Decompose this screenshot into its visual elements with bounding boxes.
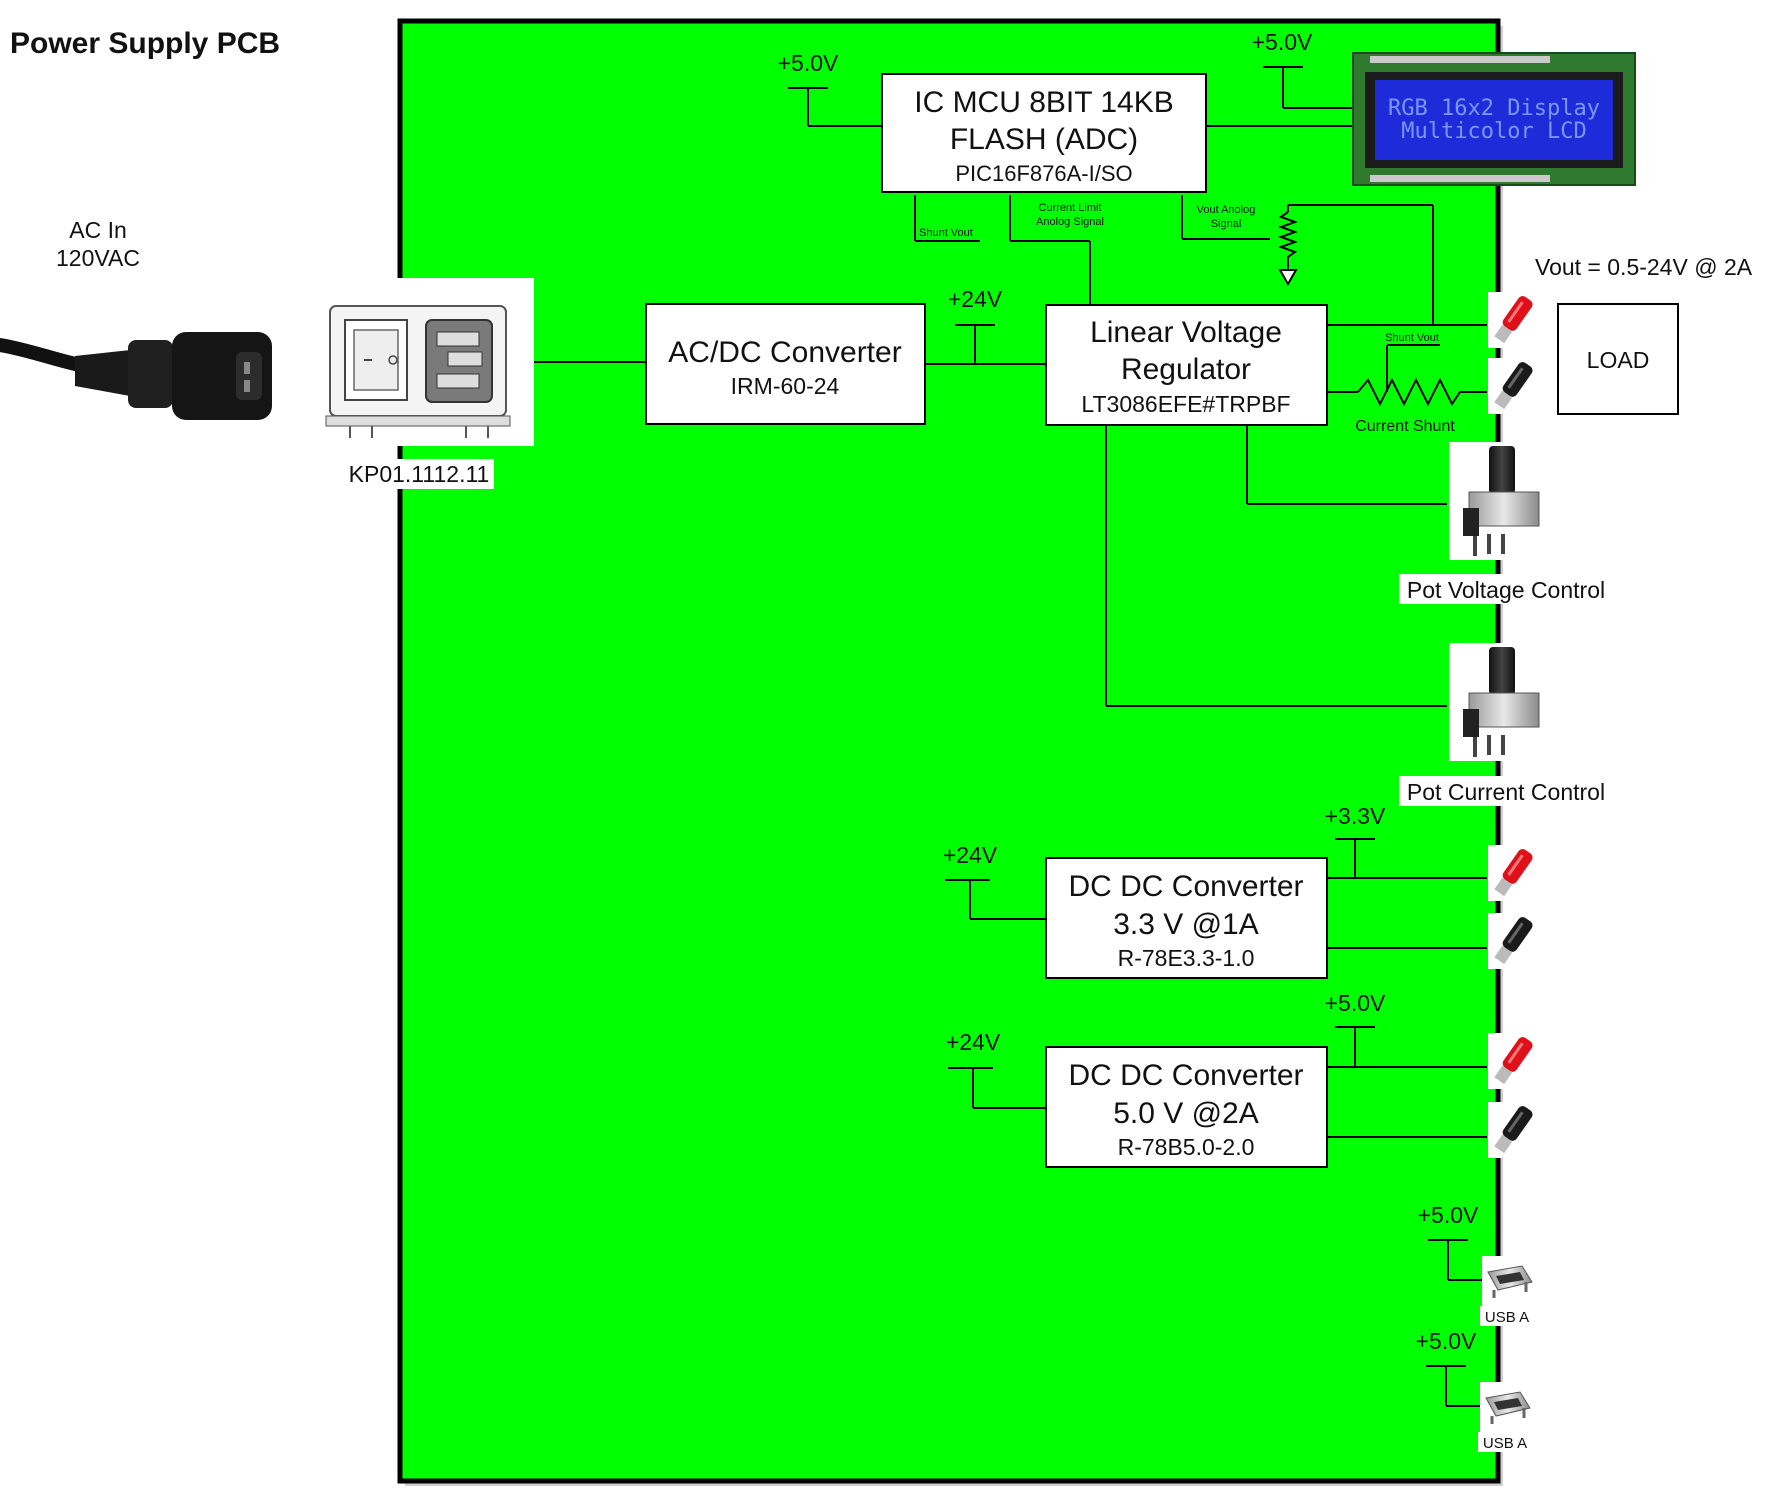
rail-label-ldo-24v: +24V xyxy=(948,286,1003,312)
rail-label-dc33-in: +24V xyxy=(943,842,998,868)
diagram-title: Power Supply PCB xyxy=(10,27,280,60)
svg-text:Anolog Signal: Anolog Signal xyxy=(1036,216,1104,228)
svg-text:LT3086EFE#TRPBF: LT3086EFE#TRPBF xyxy=(1081,391,1290,417)
svg-text:LOAD: LOAD xyxy=(1587,347,1650,373)
inlet-part-label: KP01.1112.11 xyxy=(349,461,490,487)
power-cord-icon xyxy=(0,332,272,420)
svg-text:R-78B5.0-2.0: R-78B5.0-2.0 xyxy=(1118,1134,1255,1160)
load-block: LOAD xyxy=(1558,304,1678,414)
svg-text:Current Limit: Current Limit xyxy=(1039,202,1102,214)
vout-spec: Vout = 0.5-24V @ 2A xyxy=(1535,254,1753,280)
ac-in-label: AC In 120VAC xyxy=(56,217,140,271)
usb-a-label-2: USB A xyxy=(1483,1435,1527,1452)
linear-regulator-block: Linear Voltage Regulator LT3086EFE#TRPBF xyxy=(1046,305,1327,425)
svg-text:R-78E3.3-1.0: R-78E3.3-1.0 xyxy=(1118,945,1255,971)
ac-inlet-switch-module xyxy=(312,278,534,446)
rail-label-lcd-5v: +5.0V xyxy=(1252,29,1313,55)
signal-shunt-vout-2: Shunt Vout xyxy=(1385,332,1439,344)
svg-text:Regulator: Regulator xyxy=(1121,353,1251,386)
usb-a-label-1: USB A xyxy=(1485,1309,1529,1326)
binding-post-black-icon xyxy=(1488,358,1538,414)
svg-text:3.3 V @1A: 3.3 V @1A xyxy=(1113,908,1259,941)
mcu-block: IC MCU 8BIT 14KB FLASH (ADC) PIC16F876A-… xyxy=(882,74,1206,192)
rail-label-dc33-out: +3.3V xyxy=(1325,803,1386,829)
acdc-converter-block: AC/DC Converter IRM-60-24 xyxy=(646,304,925,424)
svg-text:Vout Anolog: Vout Anolog xyxy=(1197,204,1256,216)
svg-text:DC DC Converter: DC DC Converter xyxy=(1068,1059,1303,1092)
rail-label-dc50-out: +5.0V xyxy=(1325,990,1386,1016)
svg-text:120VAC: 120VAC xyxy=(56,245,140,271)
lcd-line1: RGB 16x2 Display xyxy=(1388,96,1600,121)
potentiometer-icon xyxy=(1449,442,1565,560)
svg-text:5.0 V @2A: 5.0 V @2A xyxy=(1113,1097,1259,1130)
svg-text:AC In: AC In xyxy=(69,217,127,243)
potentiometer-icon xyxy=(1449,643,1565,761)
binding-post-red-icon xyxy=(1488,845,1538,901)
mcu-title-line1: IC MCU 8BIT 14KB xyxy=(914,86,1174,119)
svg-text:IRM-60-24: IRM-60-24 xyxy=(731,373,840,399)
svg-text:DC DC Converter: DC DC Converter xyxy=(1068,870,1303,903)
binding-post-red-icon xyxy=(1488,292,1538,348)
dcdc-50v-block: DC DC Converter 5.0 V @2A R-78B5.0-2.0 xyxy=(1046,1047,1327,1167)
rail-label-usb1-5v: +5.0V xyxy=(1418,1202,1479,1228)
dcdc-33v-block: DC DC Converter 3.3 V @1A R-78E3.3-1.0 xyxy=(1046,858,1327,978)
svg-text:Signal: Signal xyxy=(1211,218,1242,230)
usb-a-connector-icon xyxy=(1482,1256,1536,1306)
rail-label-dc50-in: +24V xyxy=(946,1029,1001,1055)
rail-label-usb2-5v: +5.0V xyxy=(1416,1328,1477,1354)
svg-text:AC/DC Converter: AC/DC Converter xyxy=(668,336,901,369)
signal-shunt-vout: Shunt Vout xyxy=(919,227,973,239)
mcu-title-line2: FLASH (ADC) xyxy=(950,123,1138,156)
binding-post-red-icon xyxy=(1488,1033,1538,1089)
current-shunt-label: Current Shunt xyxy=(1355,418,1455,435)
lcd-display-module: RGB 16x2 Display Multicolor LCD xyxy=(1353,53,1635,185)
pot-current-label: Pot Current Control xyxy=(1407,779,1605,805)
pot-voltage-label: Pot Voltage Control xyxy=(1407,577,1605,603)
rail-label-mcu-5v: +5.0V xyxy=(778,50,839,76)
binding-post-black-icon xyxy=(1488,1102,1538,1158)
usb-a-connector-icon xyxy=(1480,1382,1534,1432)
svg-text:Linear Voltage: Linear Voltage xyxy=(1090,316,1282,349)
binding-post-black-icon xyxy=(1488,913,1538,969)
mcu-part: PIC16F876A-I/SO xyxy=(955,161,1132,186)
lcd-line2: Multicolor LCD xyxy=(1401,119,1586,144)
